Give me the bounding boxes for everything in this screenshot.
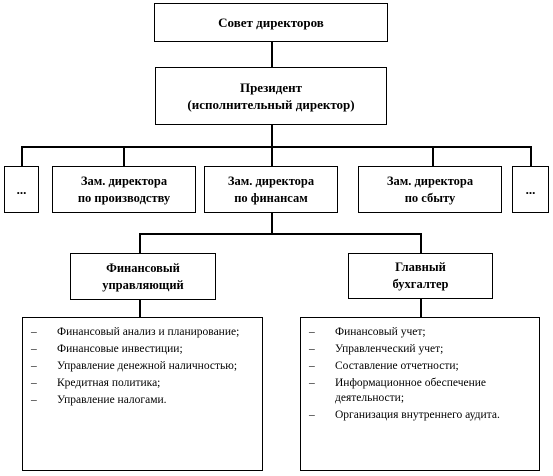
- president-subtitle: (исполнительный директор): [187, 97, 355, 112]
- president-title: Президент: [239, 80, 303, 95]
- left-more-label: ...: [16, 182, 27, 197]
- connector-drop-right-more: [530, 146, 532, 166]
- deputy-right-more-box: ...: [512, 166, 549, 213]
- connector-finance-down: [271, 212, 273, 234]
- president-box: Президент (исполнительный директор): [155, 67, 387, 125]
- list-item: Управленческий учет;: [301, 342, 539, 357]
- connector-president-down: [271, 124, 273, 147]
- deputy-finance-line1: Зам. директора: [227, 173, 315, 188]
- list-item: Управление налогами.: [23, 393, 239, 408]
- financial-manager-line1: Финансовый: [106, 260, 180, 275]
- financial-manager-duties-list: Финансовый анализ и планирование; Финанс…: [23, 325, 239, 410]
- financial-manager-line2: управляющий: [102, 277, 184, 292]
- connector-drop-sales: [432, 146, 434, 166]
- list-item: Управление денежной наличностью;: [23, 359, 239, 374]
- connector-drop-production: [123, 146, 125, 166]
- financial-manager-duties-box: Финансовый анализ и планирование; Финанс…: [22, 317, 263, 471]
- deputy-production-line1: Зам. директора: [80, 173, 168, 188]
- deputy-finance-box: Зам. директора по финансам: [204, 166, 338, 213]
- list-item: Финансовый анализ и планирование;: [23, 325, 239, 340]
- list-item: Информационное обеспечение деятельности;: [301, 376, 539, 406]
- chief-accountant-duties-list: Финансовый учет; Управленческий учет; Со…: [301, 325, 539, 425]
- board-label: Совет директоров: [218, 15, 324, 30]
- list-item: Финансовые инвестиции;: [23, 342, 239, 357]
- connector-drop-chief-accountant: [420, 233, 422, 253]
- connector-fin-manager-duties: [139, 299, 141, 317]
- deputy-production-box: Зам. директора по производству: [52, 166, 196, 213]
- chief-accountant-duties-box: Финансовый учет; Управленческий учет; Со…: [300, 317, 540, 471]
- right-more-label: ...: [525, 182, 536, 197]
- deputy-production-line2: по производству: [77, 190, 171, 205]
- deputy-sales-line1: Зам. директора: [386, 173, 474, 188]
- connector-finance-bus: [139, 233, 421, 235]
- connector-board-president: [271, 41, 273, 67]
- connector-drop-left-more: [21, 146, 23, 166]
- deputy-sales-line2: по сбыту: [404, 190, 456, 205]
- deputy-left-more-box: ...: [4, 166, 39, 213]
- board-box: Совет директоров: [154, 3, 388, 42]
- connector-drop-fin-manager: [139, 233, 141, 253]
- chief-accountant-line2: бухгалтер: [392, 277, 449, 291]
- deputy-finance-line2: по финансам: [234, 190, 308, 205]
- connector-drop-finance: [271, 146, 273, 166]
- list-item: Финансовый учет;: [301, 325, 539, 340]
- deputy-sales-box: Зам. директора по сбыту: [358, 166, 502, 213]
- chief-accountant-box: Главный бухгалтер: [348, 253, 493, 299]
- list-item: Кредитная политика;: [23, 376, 239, 391]
- chief-accountant-line1: Главный: [395, 260, 446, 274]
- financial-manager-box: Финансовый управляющий: [70, 253, 216, 300]
- list-item: Составление отчетности;: [301, 359, 539, 374]
- connector-chief-accountant-duties: [420, 298, 422, 317]
- list-item: Организация внутреннего аудита.: [301, 408, 539, 423]
- connector-deputies-bus: [21, 146, 531, 148]
